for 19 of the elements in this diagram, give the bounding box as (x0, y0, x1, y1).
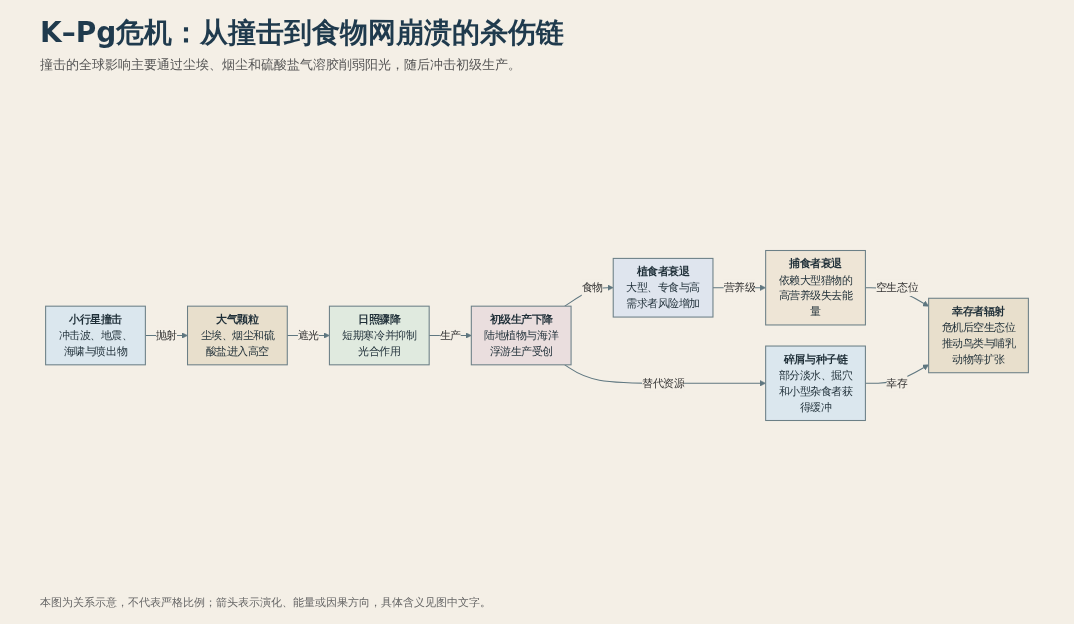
edge-label: 空生态位 (875, 281, 919, 294)
node-box: 幸存者辐射 危机后空生态位推动鸟类与哺乳动物等扩张 (928, 297, 1029, 374)
node-box: 小行星撞击 冲击波、地震、海啸与喷出物 (45, 305, 146, 366)
node-box: 植食者衰退 大型、专食与高需求者风险增加 (612, 257, 714, 318)
footnote: 本图为关系示意，不代表严格比例；箭头表示演化、能量或因果方向，具体含义见图中文字。 (40, 595, 492, 610)
edge-label: 营养级 (723, 281, 756, 294)
edge-label: 食物 (581, 281, 603, 294)
node-box: 大气颗粒 尘埃、烟尘和硫酸盐进入高空 (187, 305, 288, 366)
node-box: 捕食者衰退 依赖大型猎物的高营养级失去能量 (765, 249, 866, 326)
edge-label: 幸存 (886, 376, 908, 390)
subtitle: 撞击的全球影响主要通过尘埃、烟尘和硫酸盐气溶胶削弱阳光，随后冲击初级生产。 (40, 56, 522, 74)
node-box: 日照骤降 短期寒冷并抑制光合作用 (328, 305, 430, 366)
node-box: 碎屑与种子链 部分淡水、掘穴和小型杂食者获得缓冲 (765, 345, 866, 422)
edge-label: 抛射 (155, 329, 177, 342)
edge-label: 遮光 (297, 329, 319, 342)
title: K–Pg危机：从撞击到食物网崩溃的杀伤链 (40, 15, 566, 51)
edge-label: 生产 (439, 329, 461, 342)
edge-label: 替代资源 (642, 376, 685, 390)
node-box: 初级生产下降 陆地植物与海洋浮游生产受创 (470, 305, 572, 366)
